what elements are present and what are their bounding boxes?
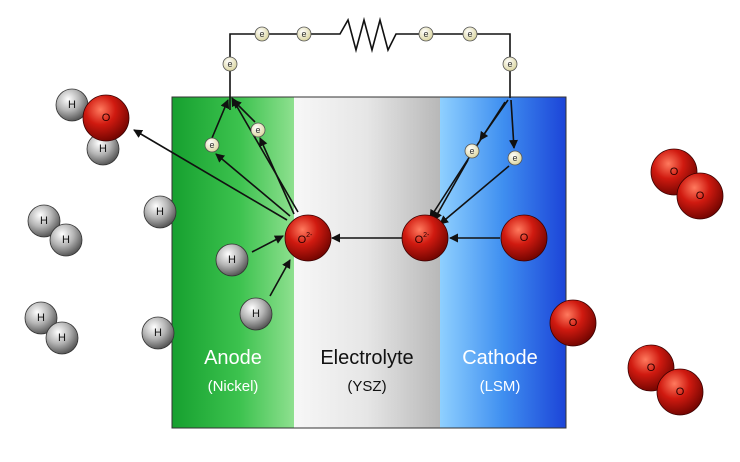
svg-text:H: H [154,327,162,339]
cathode-region [440,97,566,428]
electrode-electrons: e e e e [204,122,523,166]
hydrogen-atom: H [24,301,58,335]
svg-text:e: e [507,59,512,69]
anode-material: (Nickel) [208,378,259,395]
svg-text:e: e [423,29,428,39]
hydrogen-atom: H [141,316,175,350]
svg-text:O: O [647,362,656,374]
svg-text:e: e [209,140,214,150]
arrow-cathode-e-1-to-oxide [433,159,469,221]
electron: e [507,150,523,166]
electron: e [222,56,238,72]
svg-text:H: H [58,332,66,344]
svg-text:O2-: O2- [415,232,430,247]
svg-text:H: H [68,99,76,111]
electron: e [296,26,312,42]
oxide-ion-anode: O2- [284,214,332,262]
oxygen-atom: O [656,368,704,416]
electron: e [502,56,518,72]
arrow-electron-2-to-wire [232,99,256,123]
oxygen-molecule: O O [650,148,724,220]
cathode-title: Cathode [462,347,538,369]
oxygen-atom: O [676,172,724,220]
hydrogen-atom: H [45,321,79,355]
arrow-h-to-anode-oxide-1 [251,235,284,253]
svg-text:H: H [40,215,48,227]
svg-text:H: H [37,312,45,324]
oxide-ion-cathode: O2- [401,214,449,262]
oxide-ion-charge: 2- [306,232,313,239]
svg-text:e: e [469,146,474,156]
arrow-oxide-to-wire [231,97,299,213]
svg-text:e: e [227,59,232,69]
svg-text:O: O [102,112,111,124]
cathode-material: (LSM) [480,378,521,395]
anode-title: Anode [204,347,262,369]
hydrogen-molecule: H H [27,204,83,257]
svg-text:H: H [62,234,70,246]
oxide-ion-symbol: O [298,234,307,246]
svg-text:O: O [569,317,578,329]
svg-text:H: H [252,308,260,320]
hydrogen-molecule: H H [24,301,79,355]
svg-text:O: O [676,386,685,398]
electron: e [464,143,480,159]
oxygen-molecule: O O [627,344,704,416]
svg-text:e: e [259,29,264,39]
svg-text:O: O [520,232,529,244]
electrolyte-region [294,97,440,428]
electrolyte-material: (YSZ) [347,378,386,395]
svg-text:e: e [255,125,260,135]
oxygen-atom: O [549,299,597,347]
arrow-electron-1-to-wire [211,99,230,139]
electron: e [462,26,478,42]
svg-text:O2-: O2- [298,232,313,247]
water-molecule: H H O [55,88,130,166]
svg-text:H: H [156,206,164,218]
arrow-cathode-e-2-to-oxide [439,165,510,225]
electrolyte-title: Electrolyte [320,347,413,369]
svg-text:e: e [467,29,472,39]
electron: e [204,137,220,153]
wire-electrons: e e e e e e [222,26,518,72]
hydrogen-atom: H [239,297,273,331]
oxide-ion-charge: 2- [423,232,430,239]
flow-arrows [133,97,518,297]
electron: e [418,26,434,42]
svg-text:e: e [512,153,517,163]
cell-body [171,96,567,429]
svg-text:H: H [99,143,107,155]
electron: e [254,26,270,42]
arrow-wire-to-cathode-e-2 [509,99,518,149]
hydrogen-atom: H [27,204,61,238]
cell-outline [171,96,567,429]
hydrogen-atom: H [49,223,83,257]
arrow-oxide-to-electron-1 [215,153,291,217]
external-circuit-wire [229,16,511,110]
oxygen-atom: O [82,94,130,142]
svg-text:e: e [301,29,306,39]
arrow-oxide-to-water [133,129,288,221]
oxygen-atom: O [500,214,548,262]
svg-text:H: H [228,254,236,266]
arrow-wire-direct-to-oxide [429,101,506,219]
oxide-ion-symbol: O [415,234,424,246]
electron: e [250,122,266,138]
hydrogen-atom: H [143,195,177,229]
svg-text:O: O [670,166,679,178]
arrow-h-to-anode-oxide-2 [269,259,291,297]
svg-text:O: O [696,190,705,202]
hydrogen-atom: H [215,243,249,277]
